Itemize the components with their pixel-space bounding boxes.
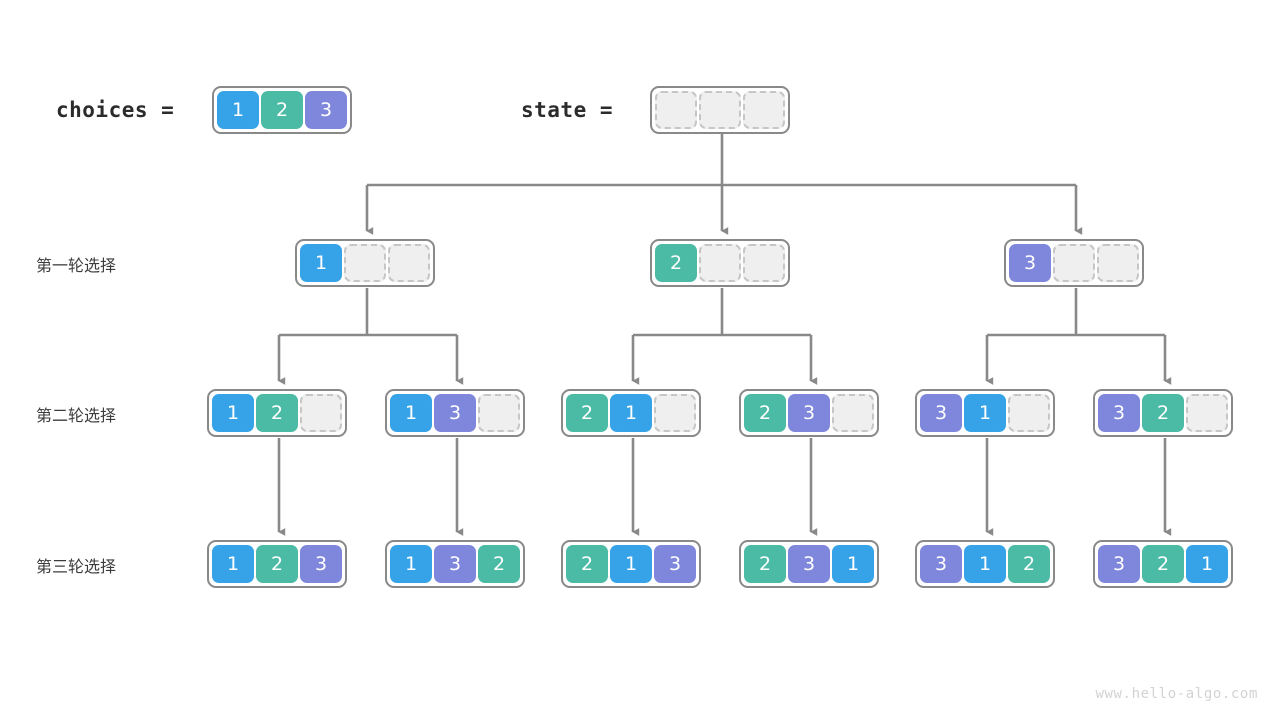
round3-node-0-cell-1: 2 (256, 545, 298, 583)
state-cell-1 (699, 91, 741, 129)
state-cell-2 (743, 91, 785, 129)
choices-label: choices = (56, 98, 175, 122)
round1-node-2-cell-1 (1053, 244, 1095, 282)
round2-node-3-cell-2 (832, 394, 874, 432)
row-label-round2: 第二轮选择 (36, 406, 117, 425)
round2-node-0-cell-0: 1 (212, 394, 254, 432)
row-label-round3: 第三轮选择 (36, 557, 117, 576)
round2-node-0-cell-2 (300, 394, 342, 432)
choices-cell-0: 1 (217, 91, 259, 129)
round2-node-4-cell-1: 1 (964, 394, 1006, 432)
round3-node-4-cell-2: 2 (1008, 545, 1050, 583)
round2-node-3-cell-0: 2 (744, 394, 786, 432)
round2-node-0-cell-1: 2 (256, 394, 298, 432)
round3-node-5-cell-2: 1 (1186, 545, 1228, 583)
round2-node-4-cell-2 (1008, 394, 1050, 432)
round2-node-5-cell-1: 2 (1142, 394, 1184, 432)
row-label-round1: 第一轮选择 (36, 256, 117, 275)
round2-node-5-cell-0: 3 (1098, 394, 1140, 432)
round3-node-1-cell-2: 2 (478, 545, 520, 583)
round3-node-2-cell-1: 1 (610, 545, 652, 583)
round3-node-4-cell-1: 1 (964, 545, 1006, 583)
round1-node-1-cell-2 (743, 244, 785, 282)
round1-node-1-cell-0: 2 (655, 244, 697, 282)
round3-node-3-cell-2: 1 (832, 545, 874, 583)
round3-node-0-cell-2: 3 (300, 545, 342, 583)
round3-node-1-cell-1: 3 (434, 545, 476, 583)
round3-node-2-cell-0: 2 (566, 545, 608, 583)
round2-node-2-cell-1: 1 (610, 394, 652, 432)
round3-node-3-cell-1: 3 (788, 545, 830, 583)
round3-node-5-cell-1: 2 (1142, 545, 1184, 583)
state-label: state = (521, 98, 614, 122)
round1-node-1-cell-1 (699, 244, 741, 282)
state-array (650, 86, 790, 134)
round3-node-0-cell-0: 1 (212, 545, 254, 583)
round1-node-1: 2 (650, 239, 790, 287)
round2-node-1-cell-2 (478, 394, 520, 432)
round1-node-0-cell-1 (344, 244, 386, 282)
round2-node-3-cell-1: 3 (788, 394, 830, 432)
choices-cell-1: 2 (261, 91, 303, 129)
round1-node-2-cell-0: 3 (1009, 244, 1051, 282)
round2-node-1-cell-0: 1 (390, 394, 432, 432)
round3-node-5-cell-0: 3 (1098, 545, 1140, 583)
round2-node-2-cell-0: 2 (566, 394, 608, 432)
round1-node-0-cell-2 (388, 244, 430, 282)
round2-node-5-cell-2 (1186, 394, 1228, 432)
round3-node-2-cell-2: 3 (654, 545, 696, 583)
round3-node-3-cell-0: 2 (744, 545, 786, 583)
round3-node-4-cell-0: 3 (920, 545, 962, 583)
round2-node-4-cell-0: 3 (920, 394, 962, 432)
choices-cell-2: 3 (305, 91, 347, 129)
round3-node-1-cell-0: 1 (390, 545, 432, 583)
round1-node-0-cell-0: 1 (300, 244, 342, 282)
round1-node-0: 1 (295, 239, 435, 287)
round1-node-2: 3 (1004, 239, 1144, 287)
round2-node-1-cell-1: 3 (434, 394, 476, 432)
state-cell-0 (655, 91, 697, 129)
site-watermark: www.hello-algo.com (1095, 686, 1258, 702)
round2-node-2-cell-2 (654, 394, 696, 432)
round1-node-2-cell-2 (1097, 244, 1139, 282)
